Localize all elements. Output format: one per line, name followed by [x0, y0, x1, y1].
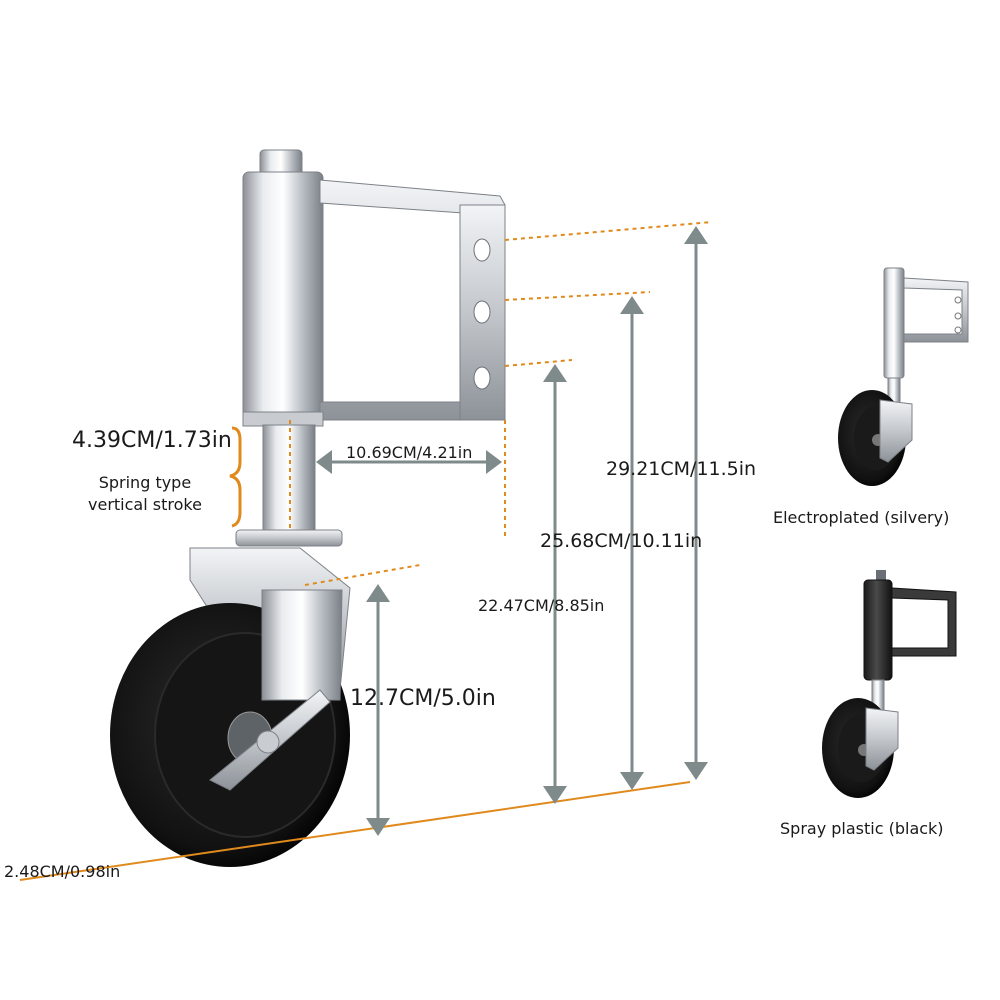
wheel-width-label: 2.48CM/0.98in: [4, 862, 121, 881]
stroke-dimension-label: 4.39CM/1.73in: [72, 428, 232, 453]
main-caster: [110, 149, 506, 867]
top-hole-height-label: 25.68CM/10.11in: [540, 530, 703, 552]
variant-black-caster: [822, 570, 957, 798]
spring-label-line1: Spring type: [98, 473, 192, 492]
dimension-arrows: [316, 226, 708, 836]
wheel-diameter-label: 12.7CM/5.0in: [350, 686, 496, 711]
stroke-brace: [229, 426, 242, 528]
variant-silver-caption: Electroplated (silvery): [773, 508, 950, 527]
variant-black-caption: Spray plastic (black): [780, 819, 944, 838]
ground-line: [19, 781, 691, 881]
bracket-width-label: 10.69CM/4.21in: [346, 443, 473, 462]
spring-label-line2: vertical stroke: [88, 495, 202, 514]
variant-silver-caster: [838, 267, 969, 486]
reference-lines: [289, 221, 713, 586]
total-height-label: 29.21CM/11.5in: [606, 458, 757, 480]
bottom-hole-height-label: 22.47CM/8.85in: [478, 596, 605, 615]
spring-type-label: Spring type vertical stroke: [88, 472, 202, 516]
